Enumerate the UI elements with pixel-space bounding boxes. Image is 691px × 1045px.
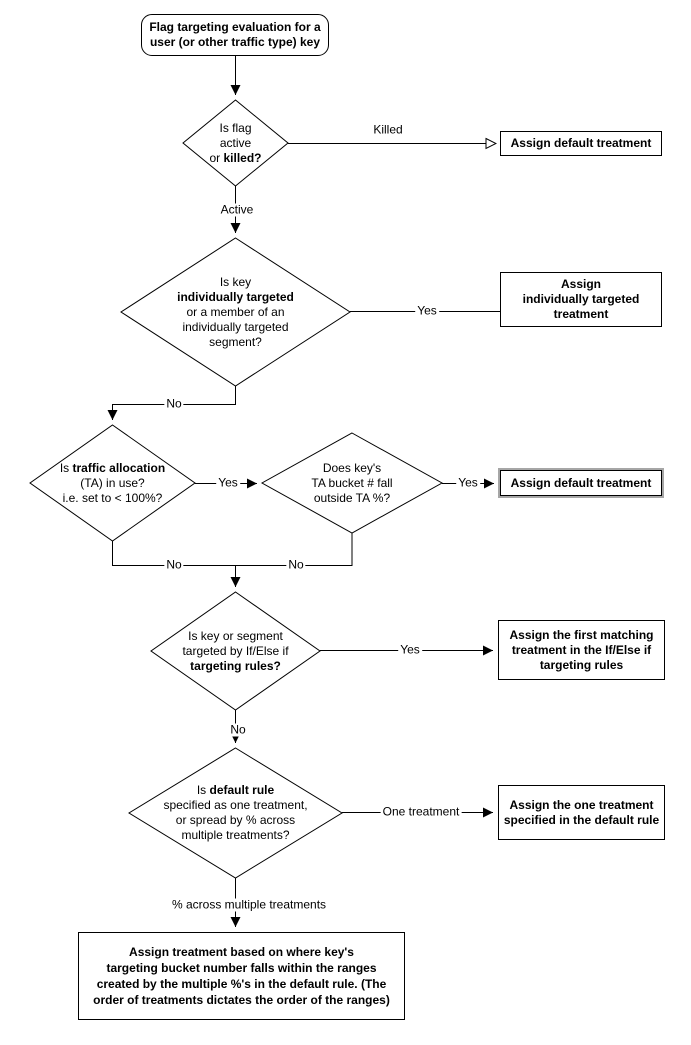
decision-individually-targeted-shape	[120, 237, 351, 387]
process-assign-first-matching-treatment: Assign the first matching treatment in t…	[498, 620, 665, 680]
edge-label-yes-2: Yes	[216, 475, 240, 490]
edge-label-killed: Killed	[371, 122, 405, 137]
start-node-line2: user (or other traffic type) key	[149, 35, 321, 49]
process-assign-individually-targeted-treatment: Assign individually targeted treatment	[500, 272, 662, 327]
edge-label-active: Active	[218, 202, 256, 217]
edge-label-pct-across: % across multiple treatments	[169, 897, 329, 912]
edge-label-no-4: No	[228, 722, 248, 737]
decision-flag-active-shape	[182, 99, 289, 187]
edge-label-yes-3: Yes	[456, 475, 480, 490]
edge-label-yes-4: Yes	[398, 642, 422, 657]
process-assign-default-treatment-2: Assign default treatment	[498, 468, 664, 498]
start-node: Flag targeting evaluation for a user (or…	[141, 14, 329, 56]
edge-label-one-treatment: One treatment	[380, 804, 462, 819]
decision-traffic-allocation-shape	[29, 424, 196, 542]
edge-label-no-2: No	[164, 557, 184, 572]
start-node-line1: Flag targeting evaluation for a	[149, 20, 321, 34]
edge-no-from-ta-bucket	[235, 533, 353, 566]
decision-default-rule-shape	[128, 747, 343, 879]
edge-label-no-3: No	[286, 557, 306, 572]
process-assign-one-treatment: Assign the one treatment specified in th…	[498, 785, 665, 840]
process-assign-default-treatment-1: Assign default treatment	[500, 131, 662, 156]
edge-no-from-traffic-allocation	[112, 541, 236, 566]
decision-ta-bucket-shape	[260, 432, 444, 534]
edge-label-no-1: No	[164, 396, 184, 411]
process-assign-treatment-by-ranges: Assign treatment based on where key's ta…	[78, 932, 405, 1020]
decision-targeting-rules-shape	[150, 591, 321, 711]
edge-label-yes-1: Yes	[415, 303, 439, 318]
